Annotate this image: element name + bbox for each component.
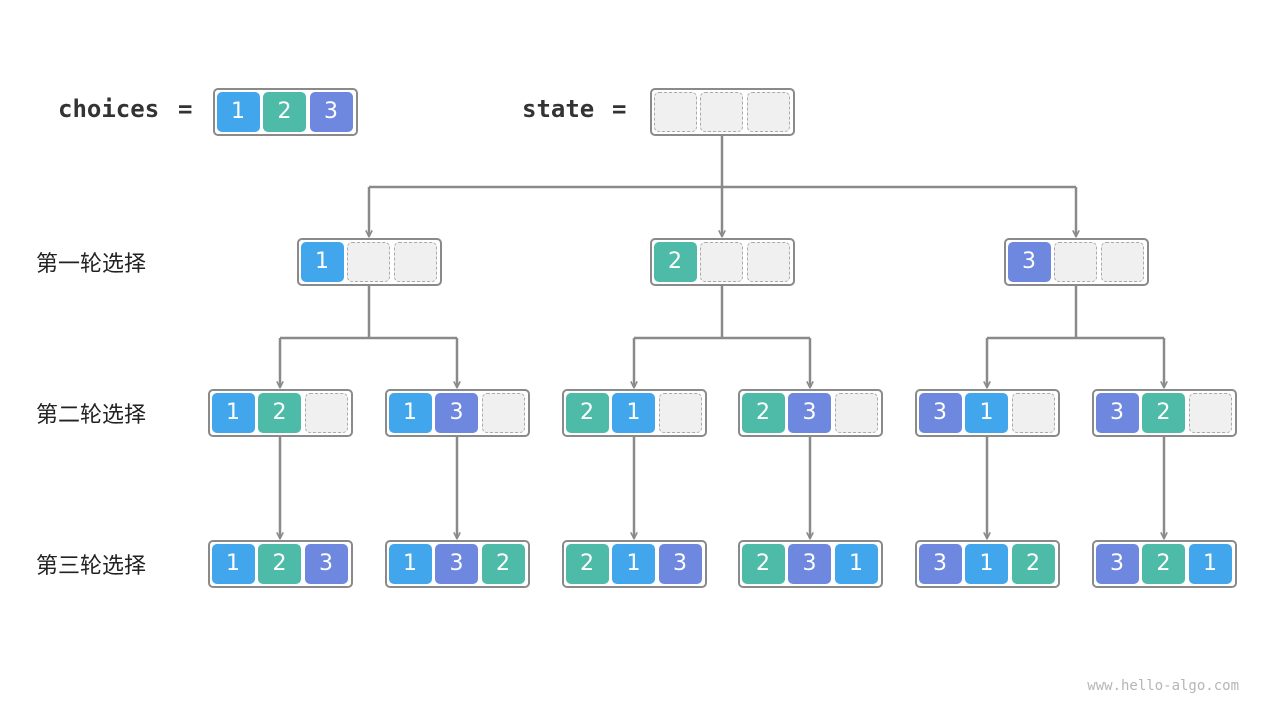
state-round-1: 1 bbox=[296, 238, 442, 286]
value-cell: 3 bbox=[1007, 242, 1051, 282]
empty-slot bbox=[746, 242, 790, 282]
empty-slot bbox=[1188, 393, 1232, 433]
value-cell: 3 bbox=[788, 544, 831, 584]
value-cell: 3 bbox=[435, 393, 478, 433]
value-cell: 1 bbox=[965, 544, 1008, 584]
watermark: www.hello-algo.com bbox=[1087, 678, 1239, 694]
value-cell: 2 bbox=[1142, 544, 1185, 584]
empty-slot bbox=[658, 393, 702, 433]
value-cell: 3 bbox=[1095, 393, 1139, 433]
value-cell: 3 bbox=[309, 92, 353, 132]
state-array bbox=[649, 88, 795, 136]
value-cell: 2 bbox=[565, 544, 609, 584]
value-cell: 2 bbox=[263, 92, 306, 132]
value-cell: 2 bbox=[565, 393, 609, 433]
value-cell: 1 bbox=[211, 544, 255, 584]
empty-slot bbox=[700, 92, 743, 132]
value-cell: 1 bbox=[1188, 544, 1232, 584]
empty-slot bbox=[700, 242, 743, 282]
value-cell: 1 bbox=[834, 544, 878, 584]
value-cell: 2 bbox=[653, 242, 697, 282]
value-cell: 2 bbox=[258, 393, 301, 433]
value-cell: 2 bbox=[258, 544, 301, 584]
value-cell: 3 bbox=[658, 544, 702, 584]
value-cell: 3 bbox=[918, 544, 962, 584]
value-cell: 3 bbox=[435, 544, 478, 584]
state-round-1: 3 bbox=[1003, 238, 1149, 286]
empty-slot bbox=[834, 393, 878, 433]
round-label-first: 第一轮选择 bbox=[36, 252, 147, 277]
state-equals: = bbox=[612, 95, 627, 123]
value-cell: 2 bbox=[1011, 544, 1055, 584]
empty-slot bbox=[304, 393, 348, 433]
value-cell: 1 bbox=[965, 393, 1008, 433]
state-label: state bbox=[522, 95, 595, 123]
value-cell: 3 bbox=[1095, 544, 1139, 584]
value-cell: 2 bbox=[481, 544, 525, 584]
empty-slot bbox=[481, 393, 525, 433]
value-cell: 2 bbox=[741, 544, 785, 584]
empty-slot bbox=[1100, 242, 1144, 282]
value-cell: 3 bbox=[918, 393, 962, 433]
value-cell: 1 bbox=[300, 242, 344, 282]
value-cell: 1 bbox=[612, 544, 655, 584]
choices-label: choices bbox=[58, 95, 160, 123]
value-cell: 1 bbox=[216, 92, 260, 132]
value-cell: 2 bbox=[1142, 393, 1185, 433]
value-cell: 3 bbox=[788, 393, 831, 433]
value-cell: 2 bbox=[741, 393, 785, 433]
state-round-1: 2 bbox=[649, 238, 795, 286]
choices-equals: = bbox=[178, 95, 193, 123]
empty-slot bbox=[393, 242, 437, 282]
value-cell: 3 bbox=[304, 544, 348, 584]
value-cell: 1 bbox=[388, 544, 432, 584]
value-cell: 1 bbox=[211, 393, 255, 433]
round-label-third: 第三轮选择 bbox=[36, 554, 147, 579]
empty-slot bbox=[746, 92, 790, 132]
empty-slot bbox=[1011, 393, 1055, 433]
empty-slot bbox=[347, 242, 390, 282]
value-cell: 1 bbox=[612, 393, 655, 433]
value-cell: 1 bbox=[388, 393, 432, 433]
empty-slot bbox=[1054, 242, 1097, 282]
empty-slot bbox=[653, 92, 697, 132]
round-label-second: 第二轮选择 bbox=[36, 403, 147, 428]
